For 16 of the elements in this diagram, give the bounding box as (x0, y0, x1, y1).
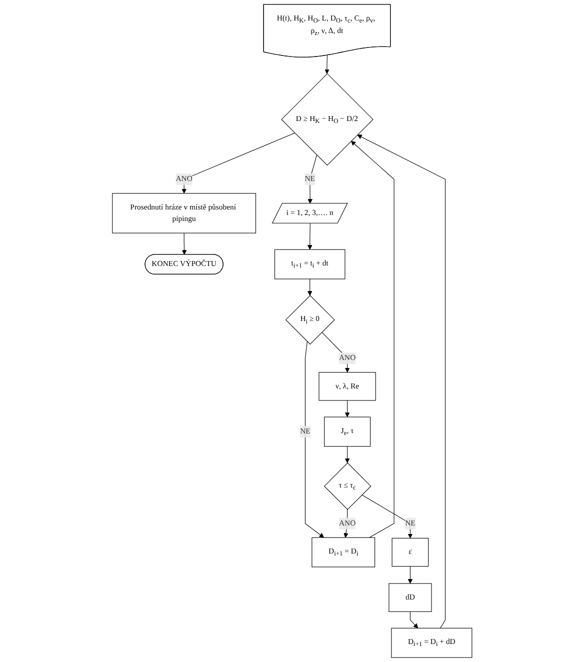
arrow (181, 132, 295, 194)
arrow (350, 140, 394, 538)
arrow (408, 566, 412, 584)
arrow (344, 400, 350, 418)
arrow (308, 154, 317, 204)
arrow (324, 55, 330, 74)
arrow (321, 332, 350, 373)
arrow (182, 232, 187, 255)
arrow (361, 494, 412, 538)
arrow (343, 509, 348, 538)
arrow (307, 278, 312, 296)
arrow (356, 134, 446, 628)
arrow (344, 446, 350, 464)
arrow (304, 341, 324, 538)
arrow (307, 223, 312, 250)
arrow (410, 611, 418, 628)
